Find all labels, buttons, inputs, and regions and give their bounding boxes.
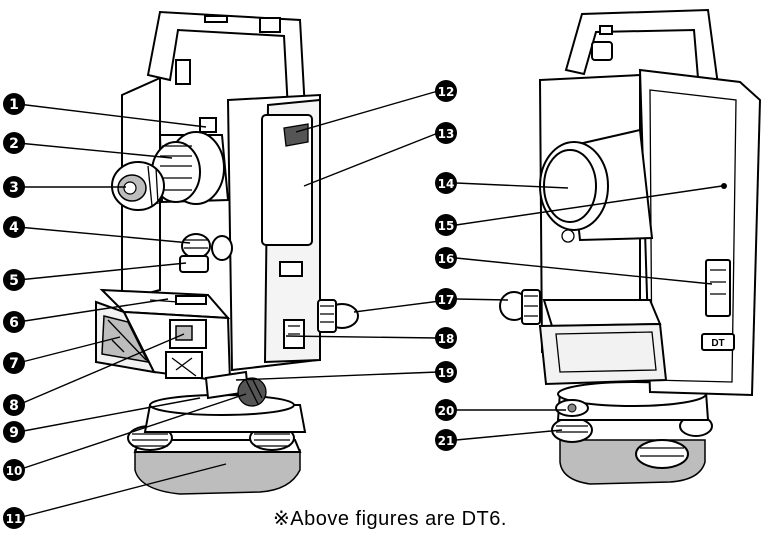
- callout-12: 12: [435, 80, 457, 102]
- callout-7-label: 7: [9, 356, 19, 372]
- callout-4-label: 4: [9, 220, 19, 236]
- callout-13: 13: [435, 122, 457, 144]
- leader-lines: [17, 90, 723, 519]
- callout-1: 1: [3, 93, 25, 115]
- callout-21-label: 21: [438, 434, 455, 448]
- callout-15: 15: [435, 214, 457, 236]
- callout-8: 8: [3, 394, 25, 416]
- callout-18-label: 18: [438, 332, 455, 346]
- callout-9-label: 9: [9, 425, 19, 441]
- reticle-illumination: [721, 183, 727, 189]
- callout-6-label: 6: [9, 315, 19, 331]
- callout-15-label: 15: [438, 219, 455, 233]
- horizontal-tangent-knob: [204, 370, 267, 407]
- callout-19: 19: [435, 361, 457, 383]
- vertical-tangent-knob: [317, 299, 359, 333]
- callout-10-label: 10: [6, 464, 23, 478]
- figure-caption: ※Above figures are DT6.: [273, 508, 507, 530]
- objective-lens: [539, 128, 654, 242]
- circular-level: [555, 399, 589, 417]
- callout-13-label: 13: [438, 127, 455, 141]
- callout-17-label: 17: [438, 293, 455, 307]
- callout-18: 18: [435, 327, 457, 349]
- callout-11-label: 11: [6, 512, 23, 526]
- callout-9: 9: [3, 421, 25, 443]
- rear-display-panel: [538, 299, 668, 386]
- callout-5-label: 5: [9, 273, 19, 289]
- callout-14-label: 14: [438, 177, 455, 191]
- callout-21: 21: [435, 429, 457, 451]
- callout-2: 2: [3, 132, 25, 154]
- telescope: [111, 131, 230, 211]
- callout-11: 11: [3, 507, 25, 529]
- callout-2-label: 2: [9, 136, 19, 152]
- callout-5: 5: [3, 269, 25, 291]
- rear-leveling-screw-right: [635, 439, 689, 469]
- callout-12-label: 12: [438, 85, 455, 99]
- display-panel: [95, 288, 232, 384]
- callout-10: 10: [3, 459, 25, 481]
- callout-16-label: 16: [438, 252, 455, 266]
- left-instrument: [95, 10, 359, 495]
- callout-19-label: 19: [438, 366, 455, 380]
- carrying-handle: [146, 10, 307, 111]
- callout-20: 20: [435, 399, 457, 421]
- callout-4: 4: [3, 216, 25, 238]
- callout-6: 6: [3, 311, 25, 333]
- callout-3: 3: [3, 176, 25, 198]
- callout-1-label: 1: [9, 97, 19, 113]
- callout-17: 17: [435, 288, 457, 310]
- vertical-clamp: [179, 233, 233, 273]
- callout-3-label: 3: [9, 180, 19, 196]
- model-badge: DT: [711, 338, 724, 349]
- right-instrument: DT: [499, 8, 762, 485]
- callout-7: 7: [3, 352, 25, 374]
- callout-8-label: 8: [9, 398, 19, 414]
- base-plate: [134, 449, 301, 495]
- rear-tangent-knob: [499, 289, 541, 325]
- callout-14: 14: [435, 172, 457, 194]
- callout-20-label: 20: [438, 404, 455, 418]
- callout-16: 16: [435, 247, 457, 269]
